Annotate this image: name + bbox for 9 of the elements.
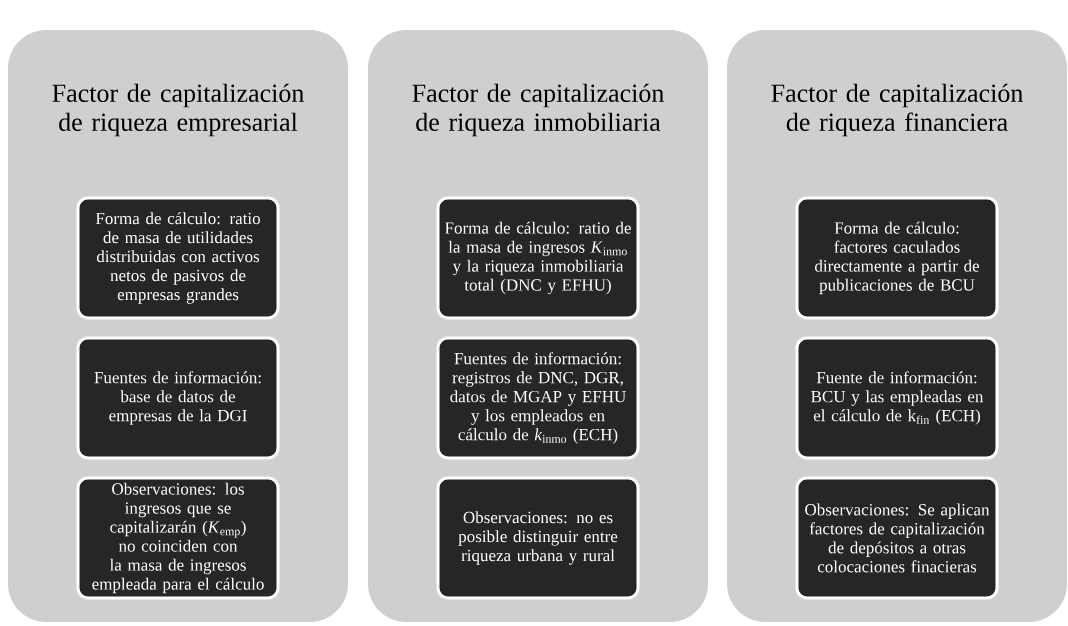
text-box: Forma de cálculo: ratio de la masa de ingresos K$_{inmo}$ y la riqueza inmobiliaria total (DNC y EFHU) bbox=[436, 196, 640, 320]
text-box: Forma de cálculo: factores caculados directamente a partir de publicaciones de BCU bbox=[795, 196, 999, 320]
text-box: Observaciones: no es posible distinguir entre riqueza urbana y rural bbox=[436, 476, 640, 600]
text-box: Forma de cálculo: ratio de masa de utilidades distribuidas con activos netos de pasivos de empresas grandes bbox=[76, 196, 280, 320]
text-box: Observaciones: los ingresos que se capitalizarán (K$_{emp}$) no coinciden con la masa de ingresos empleada para el cálculo bbox=[76, 476, 280, 600]
text-box: Fuente de información: BCU y las empleadas en el cálculo de k$_{fin}$ (ECH) bbox=[795, 336, 999, 460]
text-box: Fuentes de información: registros de DNC, DGR, datos de MGAP y EFHU y los empleados en cálculo de k$_{inmo}$ (ECH) bbox=[436, 336, 640, 460]
text-box: Observaciones: Se aplican factores de capitalización de depósitos a otras colocaciones finacieras bbox=[795, 476, 999, 600]
text-box: Fuentes de información: base de datos de empresas de la DGI bbox=[76, 336, 280, 460]
